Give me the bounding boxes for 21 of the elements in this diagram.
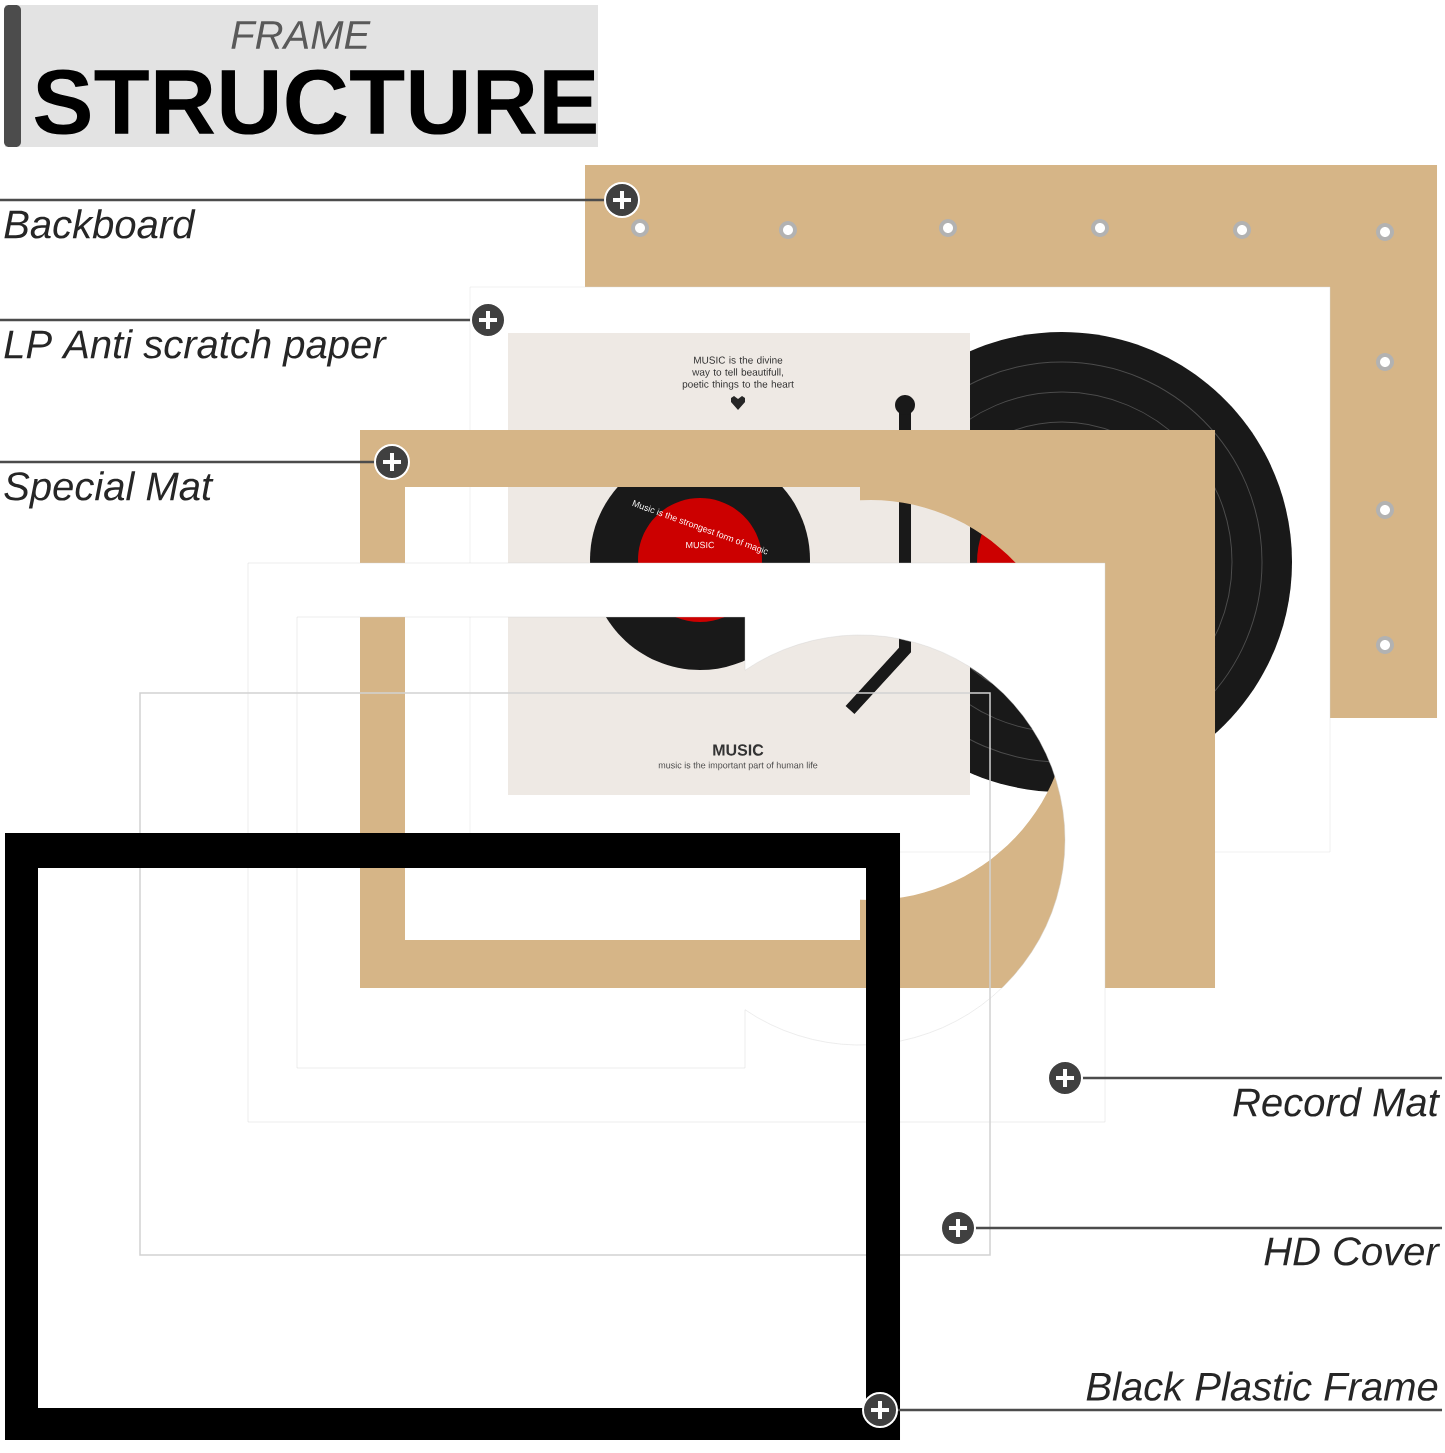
leader-line [862, 1392, 1442, 1428]
part-label: Record Mat [1233, 1087, 1441, 1117]
frame-drawing [5, 833, 900, 1440]
record-mat-drawing [247, 562, 1106, 1123]
part-label: Black Plastic Frame [1086, 1371, 1438, 1401]
part-label: Special Mat [4, 471, 214, 509]
part-label: LP Anti scratch paper [4, 329, 387, 367]
leader-line [1047, 1060, 1442, 1096]
part-label: HD Cover [1264, 1237, 1441, 1266]
poster-text: music is the important part of human life [658, 761, 818, 771]
subtitle: FRAME [231, 21, 371, 49]
title: STRUCTURE [34, 69, 596, 135]
leader-line [0, 302, 506, 338]
leader-line [0, 444, 410, 480]
poster-text: MUSIC is the divine way to tell beautifull, poetic things to the heart [682, 356, 794, 390]
poster-heading: MUSIC [713, 744, 764, 756]
part-label: Backboard [4, 209, 196, 239]
cover-sheet-drawing [139, 692, 991, 1256]
leader-line [940, 1210, 1442, 1246]
record-label-text: MUSIC [686, 541, 715, 549]
leader-line [0, 182, 640, 218]
